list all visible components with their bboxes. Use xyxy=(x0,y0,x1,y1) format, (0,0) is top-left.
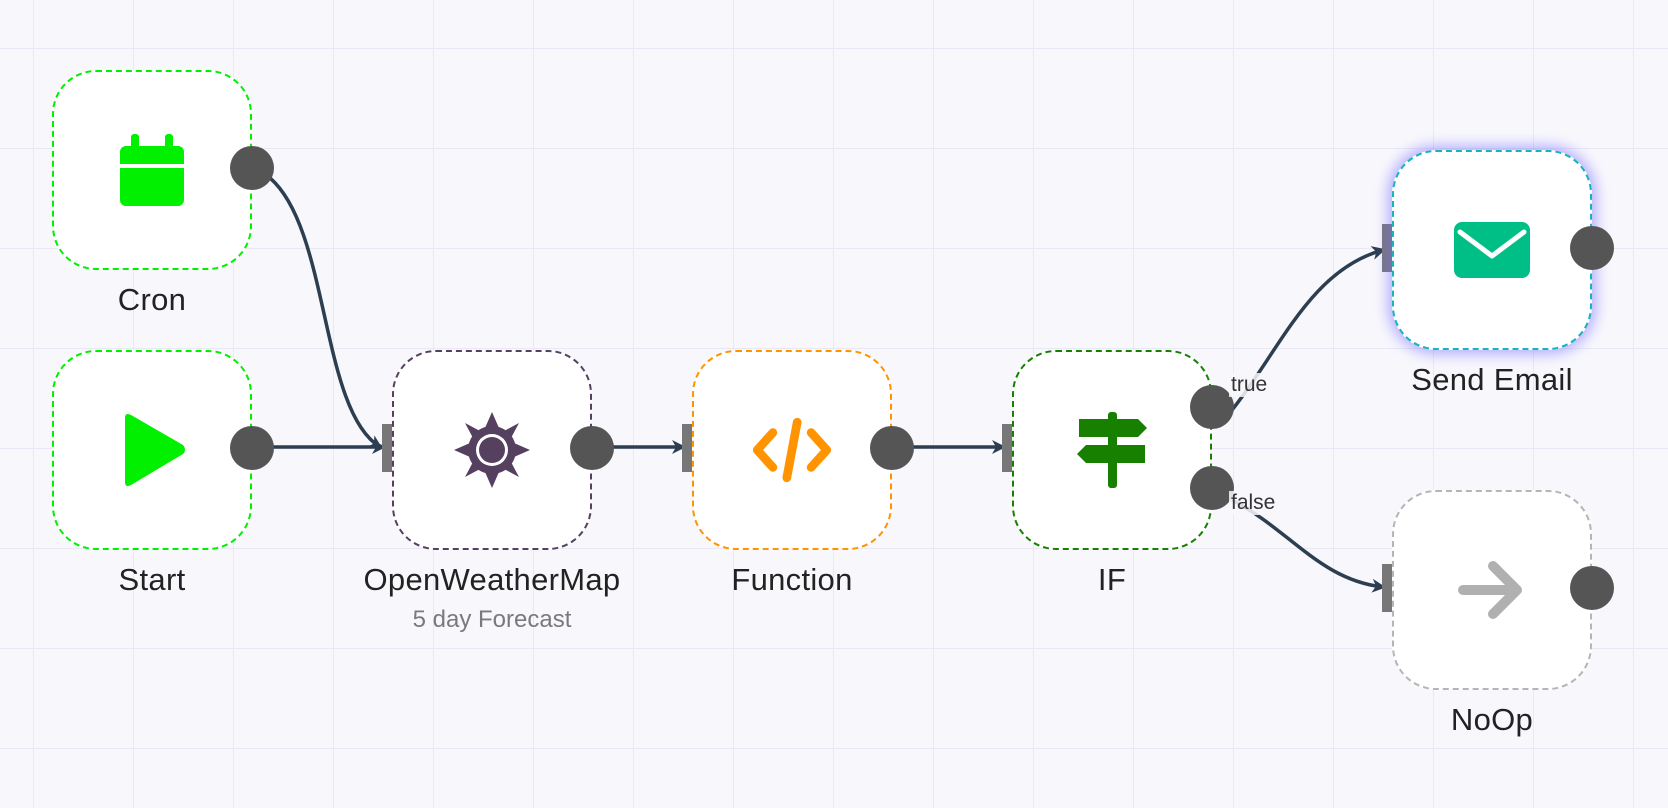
signpost-icon xyxy=(1072,410,1152,490)
output-port-openweathermap[interactable] xyxy=(570,426,614,470)
output-port-if-true[interactable] xyxy=(1190,385,1234,429)
node-sublabel-openweathermap: 5 day Forecast xyxy=(412,606,572,633)
node-noop[interactable] xyxy=(1392,490,1592,690)
play-icon xyxy=(112,410,192,490)
arrow-right-icon xyxy=(1452,550,1532,630)
output-port-send-email[interactable] xyxy=(1570,226,1614,270)
node-label-cron: Cron xyxy=(117,282,187,317)
node-cron[interactable] xyxy=(52,70,252,270)
output-port-noop[interactable] xyxy=(1570,566,1614,610)
output-port-cron[interactable] xyxy=(230,146,274,190)
node-openweathermap[interactable] xyxy=(392,350,592,550)
node-label-noop: NoOp xyxy=(1450,702,1534,737)
node-label-function: Function xyxy=(731,562,853,597)
edge-cron-openweathermap[interactable] xyxy=(268,176,383,449)
node-label-openweathermap: OpenWeatherMap xyxy=(363,562,621,597)
envelope-icon xyxy=(1452,210,1532,290)
branch-label-true: true xyxy=(1229,373,1270,397)
node-function[interactable] xyxy=(692,350,892,550)
node-label-start: Start xyxy=(118,562,186,597)
output-port-if-false[interactable] xyxy=(1190,466,1234,510)
node-label-if: IF xyxy=(1097,562,1127,597)
output-port-start[interactable] xyxy=(230,426,274,470)
node-if[interactable] xyxy=(1012,350,1212,550)
branch-label-false: false xyxy=(1229,491,1278,515)
node-send-email[interactable] xyxy=(1392,150,1592,350)
sun-icon xyxy=(452,410,532,490)
calendar-icon xyxy=(112,130,192,210)
output-port-function[interactable] xyxy=(870,426,914,470)
code-icon xyxy=(752,410,832,490)
node-label-send-email: Send Email xyxy=(1411,362,1573,397)
node-start[interactable] xyxy=(52,350,252,550)
